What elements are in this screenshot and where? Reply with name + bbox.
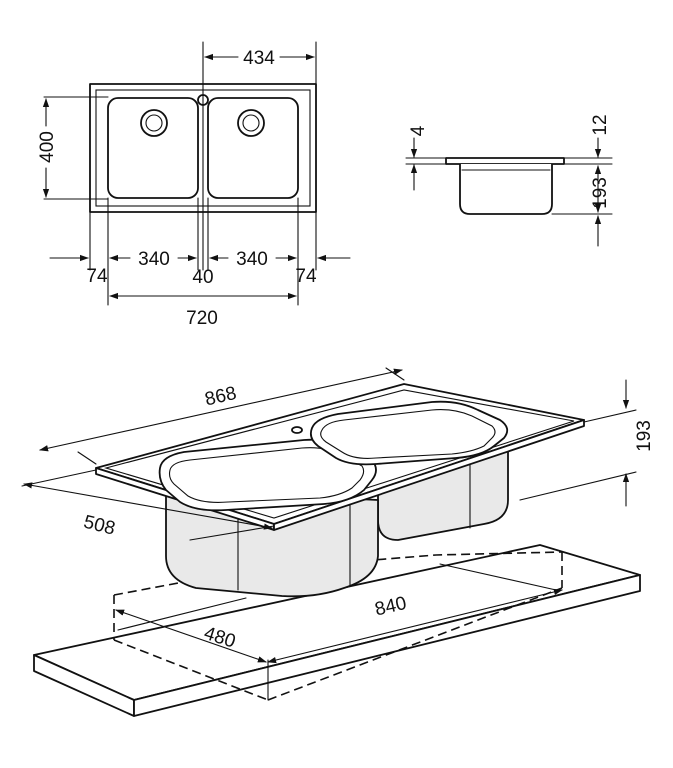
right-drain-icon [237, 109, 265, 137]
perspective-view: 868 508 193 840 480 [21, 367, 655, 717]
dim-4-label: 4 [408, 125, 429, 136]
dim-434-label: 434 [243, 48, 275, 69]
dim-74-left-label: 74 [86, 266, 108, 287]
left-bowl [107, 97, 199, 199]
dim-340-right-label: 340 [236, 249, 268, 270]
side-view: 4 12 193 [405, 114, 613, 247]
dim-720-label: 720 [186, 308, 218, 329]
top-view: 434 400 340 340 74 40 74 720 [37, 41, 351, 329]
dim-400-label: 400 [37, 131, 58, 163]
dim-868-label: 868 [203, 383, 239, 411]
dim-340-left-label: 340 [138, 249, 170, 270]
bowl-profile [459, 164, 553, 215]
dim-12-label: 12 [590, 114, 611, 135]
sink-flange-profile [445, 157, 565, 165]
dim-508-label: 508 [81, 512, 117, 540]
dim-193-side-label: 193 [590, 177, 611, 209]
dim-193-perspective-label: 193 [634, 420, 655, 452]
dim-74-right-label: 74 [295, 266, 317, 287]
dim-40-label: 40 [192, 267, 213, 288]
right-bowl [207, 97, 299, 199]
left-drain-icon [140, 109, 168, 137]
